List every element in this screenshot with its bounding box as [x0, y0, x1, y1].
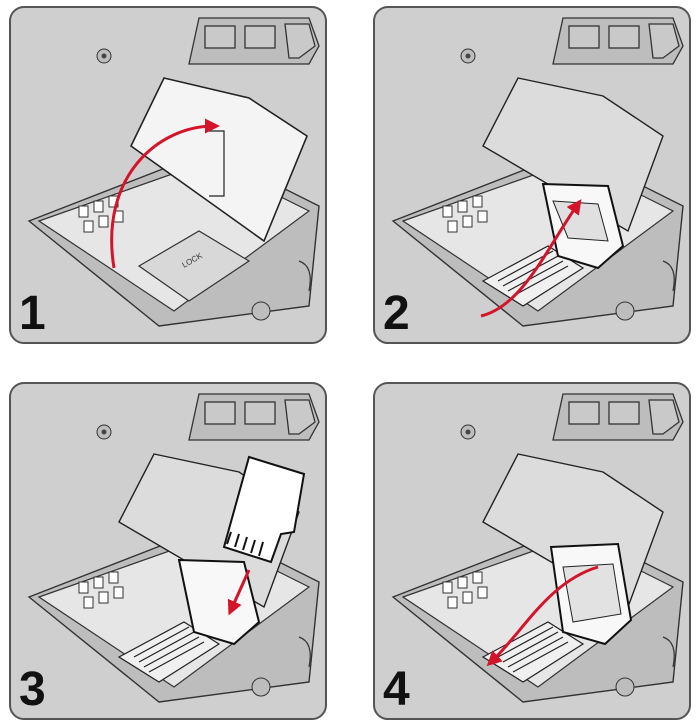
- flip-arrow: [480, 199, 582, 318]
- step-3-illustration: [9, 382, 327, 720]
- card-holder-closed: [137, 230, 251, 302]
- screw-center: [465, 429, 471, 435]
- card-holder-raised: [177, 558, 261, 646]
- card-slot-contacts: [481, 621, 585, 683]
- sim-contacts: [78, 195, 124, 233]
- screw-center: [465, 53, 471, 59]
- screw-center: [101, 429, 107, 435]
- step-4-illustration: [373, 382, 691, 720]
- side-ridge: [662, 636, 675, 668]
- step-2-illustration: [373, 6, 691, 344]
- step-3-panel: 3: [9, 382, 327, 720]
- top-vents: [552, 393, 684, 441]
- lift-arrow: [110, 118, 220, 269]
- sim-contacts: [442, 195, 488, 233]
- top-vents: [188, 393, 320, 441]
- door-open: [129, 77, 308, 243]
- step-1-panel: LOCK 1: [9, 6, 327, 344]
- step-number: 2: [383, 287, 410, 340]
- card-slot-contacts: [481, 245, 585, 307]
- sim-contacts: [442, 571, 488, 609]
- button-icon: [251, 677, 271, 697]
- top-vents: [188, 17, 320, 65]
- close-arrow: [486, 565, 599, 667]
- screw-center: [101, 53, 107, 59]
- inserted-card: [562, 563, 622, 623]
- sim-contacts: [78, 571, 124, 609]
- step-4-panel: 4: [373, 382, 691, 720]
- card-slot-contacts: [117, 621, 221, 683]
- side-ridge: [298, 260, 311, 292]
- step-number: 1: [19, 287, 46, 340]
- insert-arrow: [227, 569, 251, 616]
- step-number: 3: [19, 663, 46, 716]
- button-icon: [615, 677, 635, 697]
- step-2-panel: 2: [373, 6, 691, 344]
- button-icon: [615, 301, 635, 321]
- top-vents: [552, 17, 684, 65]
- microsd-card: [222, 455, 306, 564]
- side-ridge: [298, 636, 311, 668]
- step-number: 4: [383, 663, 410, 716]
- side-ridge: [662, 260, 675, 292]
- step-1-illustration: LOCK: [9, 6, 327, 344]
- button-icon: [251, 301, 271, 321]
